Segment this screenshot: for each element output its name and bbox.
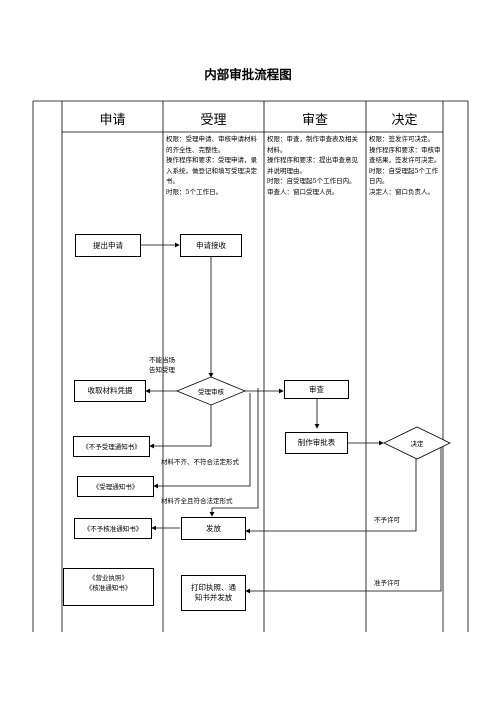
- label-permit: 准予许可: [374, 579, 400, 587]
- node-issue: 发放: [181, 517, 246, 540]
- node-make-approval-table: 制作审批表: [285, 432, 348, 454]
- label-not-permit: 不予许可: [374, 516, 400, 524]
- label-complete-materials: 材料齐全且符合法定形式: [161, 497, 233, 505]
- decision-accept-review: 受理审核: [198, 388, 224, 396]
- header-accept: 受理: [200, 112, 227, 128]
- page-title: 内部审批流程图: [204, 67, 292, 82]
- node-not-accept-notice: 《不予受理通知书》: [73, 436, 150, 457]
- desc-accept: 权限：受理申请、审核申请材料的齐全性、完整性。 操作程序和要求：受理申请，录入系…: [166, 135, 257, 196]
- desc-review: 权限：审查，制作审查表及相关材料。 操作程序和要求：提出审查意见并说明理由。 时…: [267, 135, 358, 196]
- node-review: 审查: [284, 380, 349, 399]
- header-review: 审查: [301, 112, 328, 128]
- node-receive-application: 申请接收: [180, 234, 242, 257]
- label-cannot-inform: 不能当场 告知受理: [149, 356, 175, 374]
- header-apply: 申请: [99, 112, 126, 128]
- node-print-and-issue: 打印执照、通知书并发放: [181, 575, 246, 611]
- node-accept-notice: 《受理通知书》: [77, 476, 154, 497]
- node-license-documents: 《营业执照》 《核准通知书》: [63, 568, 154, 606]
- node-submit-application: 提出申请: [75, 234, 141, 257]
- label-incomplete-materials: 材料不齐、不符合法定形式: [161, 458, 239, 466]
- node-collect-receipt: 收取材料凭据: [74, 380, 146, 402]
- decision-decide: 决定: [410, 440, 424, 448]
- header-decide: 决定: [391, 112, 418, 128]
- node-not-approve-notice: 《不予核准通知书》: [74, 518, 152, 539]
- desc-decide: 权限：签发许可决定。 操作程序和要求：审核审查结果，签发许可决定。 时限：自受理…: [369, 135, 441, 196]
